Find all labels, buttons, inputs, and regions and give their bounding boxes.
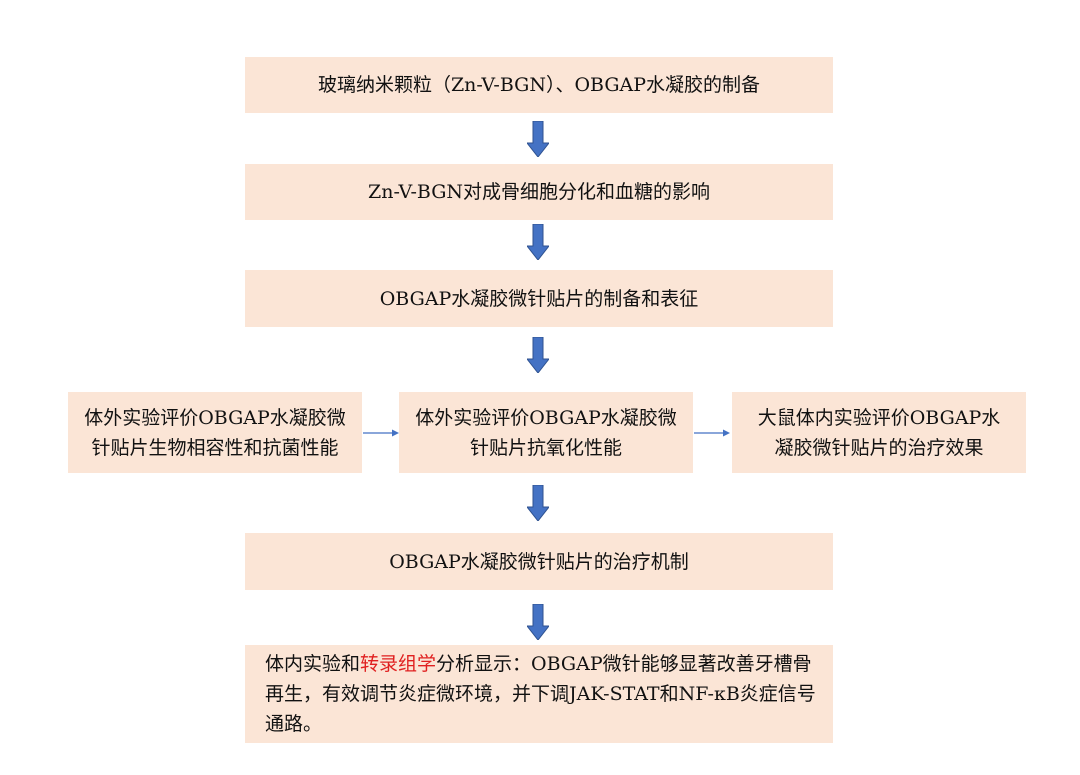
in-vivo-therapy-box: 大鼠体内实验评价OBGAP水凝胶微针贴片的治疗效果 <box>732 392 1026 473</box>
step-6-text: 体内实验和转录组学分析显示：OBGAP微针能够显著改善牙槽骨再生，有效调节炎症微… <box>265 649 819 739</box>
right-arrow-icon <box>363 429 399 437</box>
step-box-2: Zn-V-BGN对成骨细胞分化和血糖的影响 <box>245 164 833 220</box>
down-arrow-icon <box>527 485 549 521</box>
step-box-5: OBGAP水凝胶微针贴片的治疗机制 <box>245 533 833 590</box>
step-2-text: Zn-V-BGN对成骨细胞分化和血糖的影响 <box>368 181 710 203</box>
step-1-text: 玻璃纳米颗粒（Zn-V-BGN）、OBGAP水凝胶的制备 <box>317 74 761 96</box>
transcriptomics-highlight: 转录组学 <box>360 653 437 675</box>
down-arrow-icon <box>527 604 549 640</box>
right-box-text: 大鼠体内实验评价OBGAP水凝胶微针贴片的治疗效果 <box>757 406 1001 459</box>
step-6-post: 分析显示：OBGAP微针能够显著改善牙槽骨再生，有效调节炎症微环境，并下调JAK… <box>265 653 816 735</box>
step-5-text: OBGAP水凝胶微针贴片的治疗机制 <box>389 550 689 573</box>
down-arrow-icon <box>527 121 549 157</box>
step-6-pre: 体内实验和 <box>265 653 361 675</box>
in-vitro-biocompatibility-box: 体外实验评价OBGAP水凝胶微针贴片生物相容性和抗菌性能 <box>68 392 362 473</box>
step-box-1: 玻璃纳米颗粒（Zn-V-BGN）、OBGAP水凝胶的制备 <box>245 57 833 113</box>
step-box-3: OBGAP水凝胶微针贴片的制备和表征 <box>245 270 833 327</box>
mid-box-text: 体外实验评价OBGAP水凝胶微针贴片抗氧化性能 <box>415 406 677 459</box>
step-3-text: OBGAP水凝胶微针贴片的制备和表征 <box>379 287 699 310</box>
left-box-text: 体外实验评价OBGAP水凝胶微针贴片生物相容性和抗菌性能 <box>84 406 346 459</box>
step-box-6: 体内实验和转录组学分析显示：OBGAP微针能够显著改善牙槽骨再生，有效调节炎症微… <box>245 645 833 743</box>
right-arrow-icon <box>694 429 730 437</box>
down-arrow-icon <box>527 224 549 260</box>
in-vitro-antioxidant-box: 体外实验评价OBGAP水凝胶微针贴片抗氧化性能 <box>399 392 693 473</box>
down-arrow-icon <box>527 337 549 373</box>
